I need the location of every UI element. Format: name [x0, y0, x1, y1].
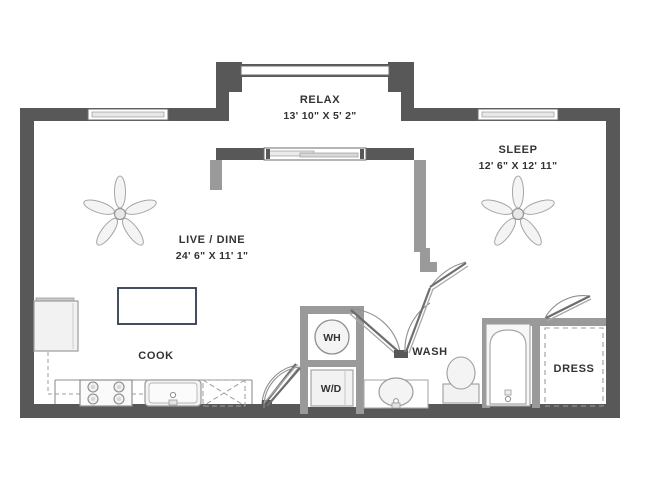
dress-closet-outline: [544, 327, 604, 407]
room-labels: RELAX 13' 10" X 5' 2" SLEEP 12' 6" X 12'…: [138, 94, 594, 375]
laundry-door: [263, 364, 301, 409]
room-label-sleep: SLEEP: [498, 144, 537, 156]
interior-walls: [210, 160, 430, 272]
kitchen: [33, 287, 253, 407]
window: [477, 108, 559, 121]
water-heater-label: WH: [323, 332, 341, 344]
vanity-sink: [363, 377, 429, 409]
room-dim-sleep: 12' 6" X 12' 11": [479, 160, 558, 172]
kitchen-sink: [144, 379, 202, 407]
range-stove: [79, 379, 133, 407]
ceiling-fan: [481, 175, 555, 246]
dishwasher: [202, 379, 246, 407]
washer-dryer-label: W/D: [321, 383, 342, 395]
bathtub: [485, 323, 531, 407]
bathroom: [363, 318, 540, 409]
doors: [261, 261, 592, 409]
room-label-dress: DRESS: [554, 363, 595, 375]
utility-closet: WH W/D: [300, 306, 364, 414]
washer-dryer: W/D: [308, 367, 356, 407]
window: [87, 108, 169, 121]
sliding-door: [263, 147, 367, 161]
room-label-live-dine: LIVE / DINE: [179, 234, 246, 246]
water-heater: WH: [308, 314, 356, 360]
room-label-cook: COOK: [138, 350, 173, 362]
refrigerator: [33, 297, 79, 352]
bedroom-door: [404, 261, 469, 354]
room-dim-live-dine: 24' 6" X 11' 1": [176, 250, 249, 262]
ceiling-fan: [83, 175, 157, 246]
exterior-walls: [20, 62, 620, 418]
bath-door: [348, 308, 408, 358]
room-label-relax: RELAX: [300, 94, 340, 106]
room-label-wash: WASH: [412, 346, 447, 358]
kitchen-island: [117, 287, 197, 325]
windows: [87, 65, 559, 161]
window: [240, 65, 390, 76]
room-dim-relax: 13' 10" X 5' 2": [283, 110, 356, 122]
dress-closet: [540, 318, 606, 407]
closet-door: [544, 295, 592, 322]
toilet: [442, 356, 480, 404]
